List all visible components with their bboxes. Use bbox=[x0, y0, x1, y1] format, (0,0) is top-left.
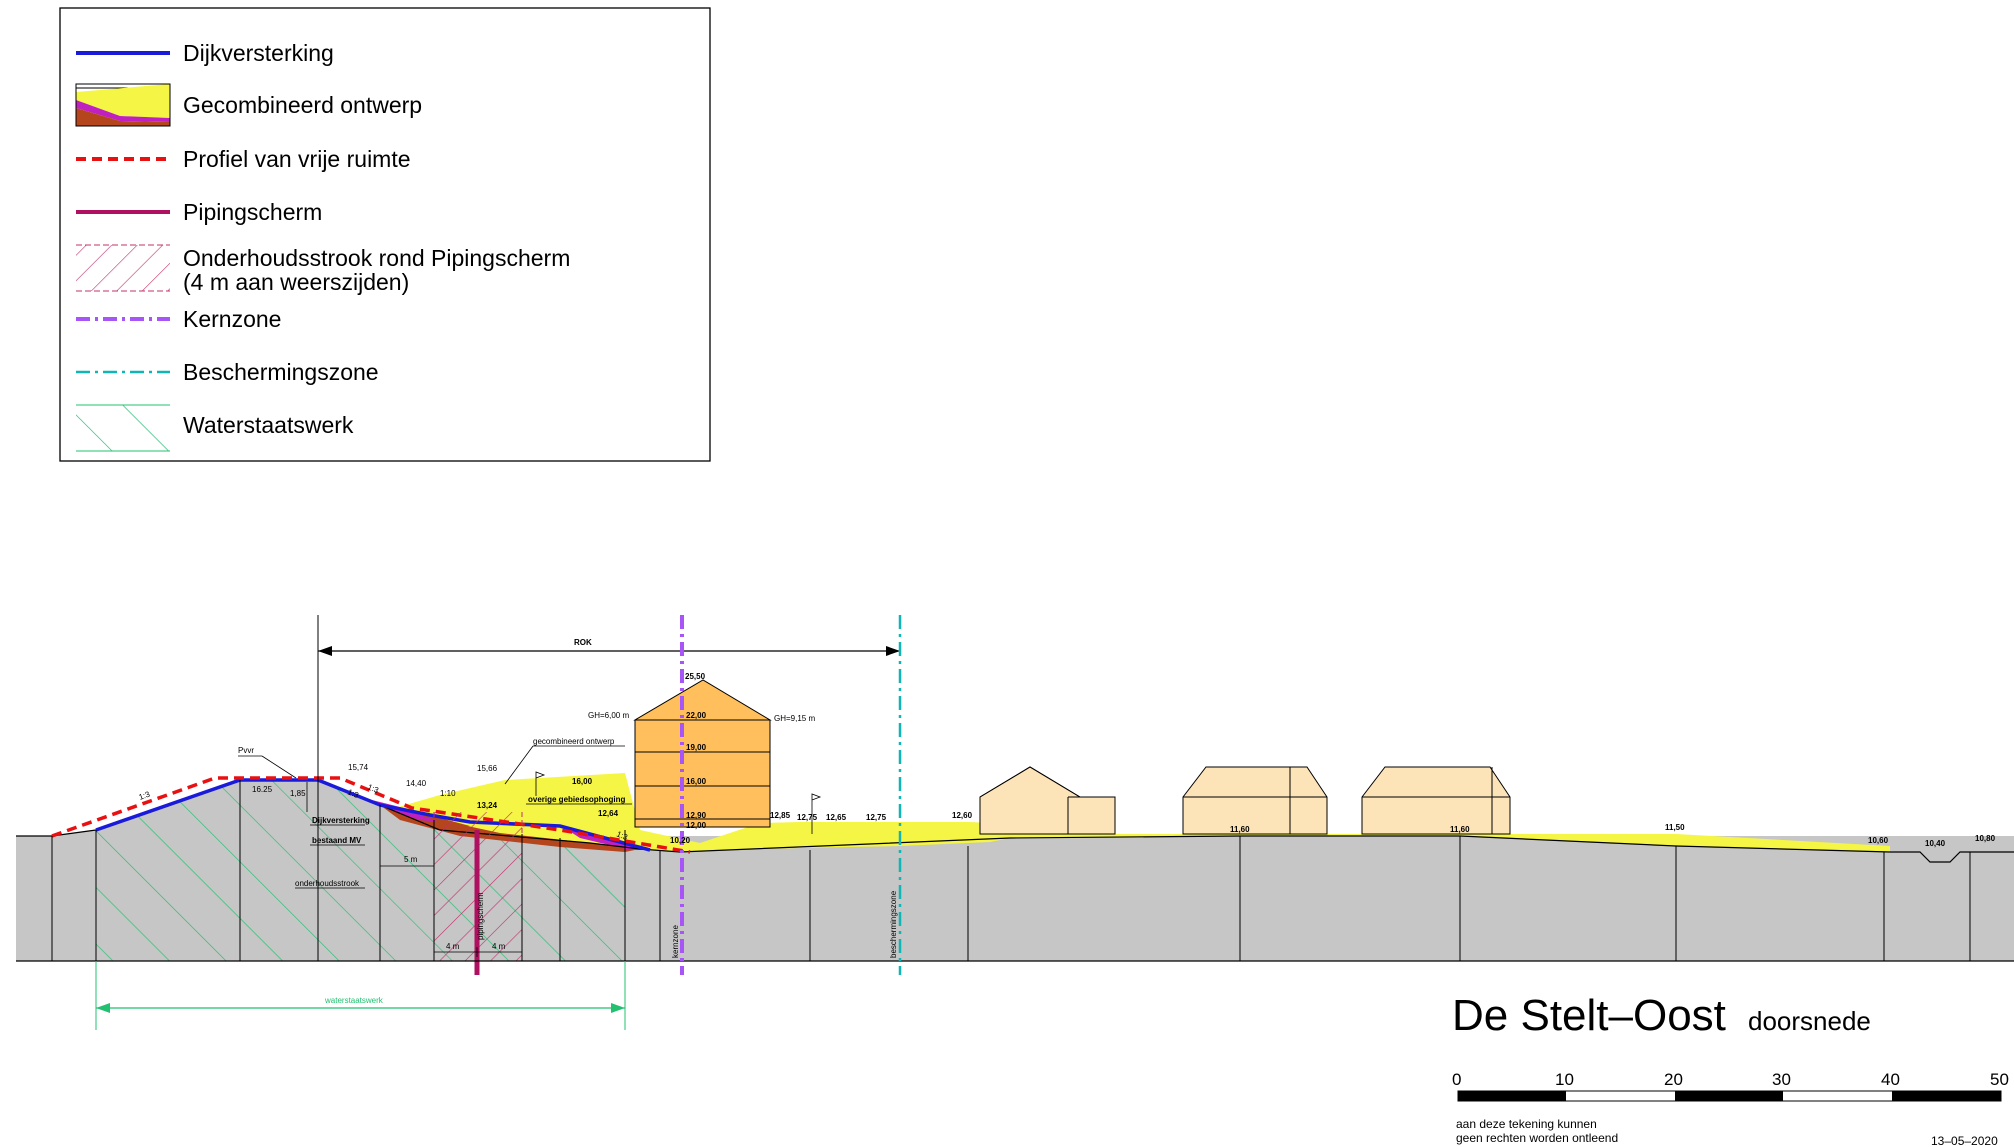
house-1 bbox=[979, 766, 1116, 835]
scale-tick-30: 30 bbox=[1772, 1070, 1791, 1089]
kernzone-label: kernzone bbox=[671, 925, 680, 958]
bld-1200-label: 12,00 bbox=[686, 821, 707, 830]
legend-label-onderhoud-1: Onderhoudsstrook rond Pipingscherm bbox=[183, 245, 570, 271]
disclaimer-line-1: aan deze tekening kunnen bbox=[1456, 1117, 1597, 1131]
title-sub: doorsnede bbox=[1748, 1006, 1871, 1036]
lvl-1265-label: 12,65 bbox=[826, 813, 847, 822]
slope-1-10-label: 1:10 bbox=[440, 789, 456, 798]
combined-design-brown bbox=[380, 805, 640, 852]
gh-left-label: GH=6,00 m bbox=[588, 711, 629, 720]
lvl-1160-a-label: 11,60 bbox=[1230, 825, 1250, 834]
lvl-1040-label: 10,40 bbox=[1925, 839, 1946, 848]
slope-label-d: 1:3 bbox=[615, 830, 629, 843]
legend: Dijkversterking Gecombineerd ontwerp Pro… bbox=[59, 7, 711, 462]
scale-tick-0: 0 bbox=[1452, 1070, 1461, 1089]
legend-label-gecombineerd: Gecombineerd ontwerp bbox=[183, 92, 422, 118]
scale-tick-20: 20 bbox=[1664, 1070, 1683, 1089]
legend-label-waterstaatswerk: Waterstaatswerk bbox=[183, 412, 354, 438]
combined-design-fill bbox=[395, 773, 1890, 852]
pipingscherm-label: pipingscherm bbox=[476, 892, 485, 940]
legend-label-pipingscherm: Pipingscherm bbox=[183, 199, 322, 225]
lvl-1440-label: 14,40 bbox=[406, 779, 427, 788]
lvl-1080-label: 10,80 bbox=[1975, 834, 1996, 843]
bld-2200-label: 22,00 bbox=[686, 711, 707, 720]
pvvr-label: Pvvr bbox=[238, 746, 254, 755]
house-3 bbox=[1361, 766, 1511, 835]
legend-label-beschermingszone: Beschermingszone bbox=[183, 359, 379, 385]
cross-section: ROK 25,50 22,00 19,00 16,00 12,90 12,00 … bbox=[16, 615, 2014, 1030]
section-verticals bbox=[51, 615, 1971, 961]
dim-4m-b-label: 4 m bbox=[492, 942, 506, 951]
bld-top-label: 25,50 bbox=[685, 672, 706, 681]
dim-4m-a-label: 4 m bbox=[446, 942, 460, 951]
bestaand-label: bestaand MV bbox=[312, 836, 362, 845]
dim-5m-label: 5 m bbox=[404, 855, 418, 864]
legend-label-onderhoud-2: (4 m aan weerszijden) bbox=[183, 269, 409, 295]
ground-right bbox=[680, 852, 2014, 961]
house-2 bbox=[1182, 766, 1328, 835]
title-block: De Stelt–Oost doorsnede bbox=[1452, 991, 1871, 1040]
lvl-1285-label: 12,85 bbox=[770, 811, 791, 820]
scale-tick-40: 40 bbox=[1881, 1070, 1900, 1089]
legend-swatch-onderhoud bbox=[76, 244, 170, 292]
onderhoud-label: onderhoudsstrook bbox=[295, 879, 360, 888]
lvl-1160-b-label: 11,60 bbox=[1450, 825, 1470, 834]
legend-swatch-gecombineerd bbox=[75, 83, 171, 127]
waterstaatswerk-label: waterstaatswerk bbox=[324, 996, 384, 1005]
drawing-date: 13–05–2020 bbox=[1931, 1134, 1998, 1147]
lvl-1150-label: 11,50 bbox=[1665, 823, 1685, 832]
h185-label: 1,85 bbox=[290, 789, 306, 798]
scale-bar: 0 10 20 30 40 50 bbox=[1452, 1070, 2009, 1102]
rok-dimension: ROK bbox=[318, 638, 900, 656]
lvl-1566-label: 15,66 bbox=[477, 764, 498, 773]
legend-label-kernzone: Kernzone bbox=[183, 306, 281, 332]
waterstaatswerk-dimension: waterstaatswerk bbox=[95, 961, 626, 1030]
rok-label: ROK bbox=[574, 638, 592, 647]
legend-label-profiel: Profiel van vrije ruimte bbox=[183, 146, 411, 172]
title-main: De Stelt–Oost bbox=[1452, 991, 1726, 1040]
dike-annotations: Pvvr 1:3 16.25 15,74 1,85 1:3 1:3 14,40 … bbox=[138, 737, 822, 957]
overige-label: overige gebiedsophoging bbox=[528, 795, 625, 804]
lvl-1275-b-label: 12,75 bbox=[866, 813, 887, 822]
apartment-building: 25,50 22,00 19,00 16,00 12,90 12,00 GH=6… bbox=[588, 672, 815, 830]
lvl-1275-a-label: 12,75 bbox=[797, 813, 818, 822]
dijkversterking-line bbox=[95, 778, 651, 852]
lvl-1060-label: 10,60 bbox=[1868, 836, 1889, 845]
bld-1600-label: 16,00 bbox=[686, 777, 707, 786]
slope-label-a: 1:3 bbox=[138, 789, 152, 801]
lvl-1264-label: 12,64 bbox=[598, 809, 619, 818]
dijk-top-label: 15,74 bbox=[348, 763, 369, 772]
lvl-1260-label: 12,60 bbox=[952, 811, 973, 820]
slope-label-b: 1:3 bbox=[346, 788, 360, 801]
gh-right-label: GH=9,15 m bbox=[774, 714, 815, 723]
profiel-vrije-ruimte-line bbox=[51, 776, 691, 854]
lvl-1020-label: 10,20 bbox=[670, 836, 691, 845]
disclaimer-line-2: geen rechten worden ontleend bbox=[1456, 1131, 1618, 1145]
lvl-1324-label: 13,24 bbox=[477, 801, 498, 810]
legend-label-dijkversterking: Dijkversterking bbox=[183, 40, 334, 66]
dijkversterking-label: Dijkversterking bbox=[312, 816, 370, 825]
legend-frame bbox=[59, 7, 711, 462]
beschermingszone-label: beschermingszone bbox=[889, 890, 898, 958]
gecombineerd-label: gecombineerd ontwerp bbox=[533, 737, 615, 746]
bld-1900-label: 19,00 bbox=[686, 743, 707, 752]
slope-label-c: 1:3 bbox=[366, 783, 380, 796]
crest-label: 16.25 bbox=[252, 785, 273, 794]
disclaimer: aan deze tekening kunnen geen rechten wo… bbox=[1456, 1117, 1998, 1147]
level-labels-right: 12,85 12,75 12,65 12,75 12,60 11,60 11,6… bbox=[770, 811, 1996, 848]
bld-1290-label: 12,90 bbox=[686, 811, 707, 820]
scale-tick-50: 50 bbox=[1990, 1070, 2009, 1089]
scale-tick-10: 10 bbox=[1555, 1070, 1574, 1089]
legend-swatch-waterstaatswerk bbox=[76, 404, 170, 452]
lvl-1600-label: 16,00 bbox=[572, 777, 593, 786]
